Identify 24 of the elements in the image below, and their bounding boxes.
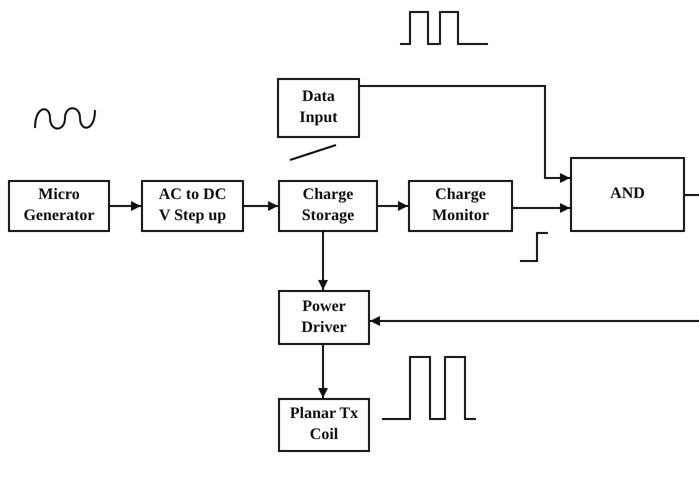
- box-label: AND: [610, 184, 645, 204]
- process-box: [277, 78, 360, 138]
- process-box: [141, 180, 244, 232]
- box-label: Power Driver: [300, 296, 348, 338]
- process-box: [278, 290, 370, 345]
- box-label: AC to DC V Step up: [158, 185, 228, 226]
- process-box: [278, 180, 378, 232]
- arrow: [110, 201, 141, 211]
- box-label: Micro Generator: [22, 185, 96, 226]
- box-label: Charge Monitor: [431, 185, 490, 226]
- arrow: [378, 201, 408, 211]
- process-box: [408, 180, 513, 232]
- arrow: [244, 201, 278, 211]
- arrow: [370, 316, 699, 326]
- arrow: [318, 232, 328, 290]
- box-label: Charge Storage: [300, 185, 356, 226]
- arrow: [513, 203, 570, 213]
- arrow: [360, 85, 570, 183]
- box-label: Data Input: [298, 87, 339, 128]
- process-box: [8, 180, 110, 232]
- process-box: [278, 398, 370, 452]
- arrow: [318, 345, 328, 398]
- process-box: [570, 157, 685, 232]
- box-label: Planar Tx Coil: [288, 404, 360, 445]
